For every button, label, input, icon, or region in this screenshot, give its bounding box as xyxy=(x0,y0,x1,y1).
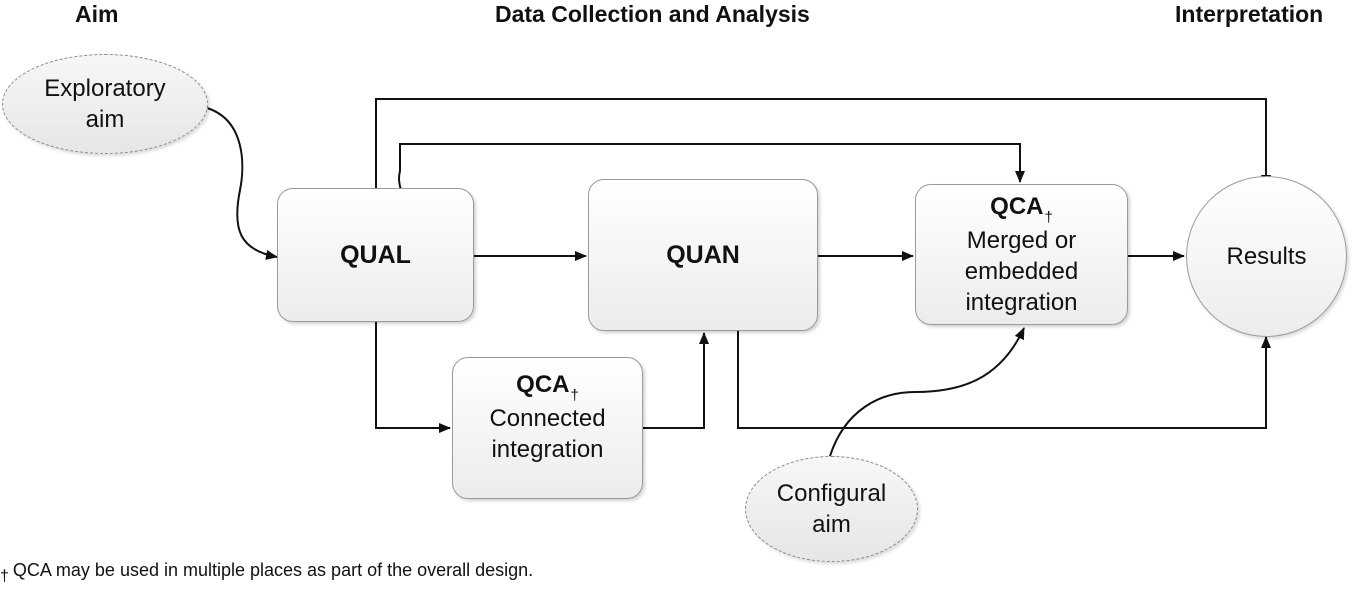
column-header-aim: Aim xyxy=(75,1,119,27)
exploratory-aim-line1: Exploratory xyxy=(44,75,166,102)
qca-connected-line1: Connected xyxy=(489,405,606,432)
edge-quan-to-results xyxy=(737,330,1271,429)
qual-node: QUAL xyxy=(277,188,474,322)
column-header-interpretation: Interpretation xyxy=(1175,1,1324,27)
edge-qual-to-qca-merged xyxy=(398,143,1025,191)
footnote-text: QCA may be used in multiple places as pa… xyxy=(12,560,534,580)
qca-merged-line1: Merged or xyxy=(966,227,1077,254)
qca-connected-node: QCA† Connected integration xyxy=(452,357,643,499)
results-label: Results xyxy=(1226,242,1307,270)
quan-node: QUAN xyxy=(588,179,818,331)
edge-exploratory-to-qual xyxy=(206,107,278,260)
edge-qca-connected-to-quan xyxy=(643,332,709,429)
edge-qual-to-results xyxy=(375,98,1271,190)
qca-merged-line3: integration xyxy=(965,289,1078,316)
column-header-data-collection: Data Collection and Analysis xyxy=(495,1,810,27)
qca-merged-title-text: QCA xyxy=(990,193,1044,220)
exploratory-aim-line2: aim xyxy=(85,106,125,133)
qual-label: QUAL xyxy=(340,240,411,269)
qca-connected-title-text: QCA xyxy=(516,371,570,398)
qca-merged-title: QCA† xyxy=(990,191,1053,226)
dagger-marker: † xyxy=(1044,209,1053,226)
qca-merged-node: QCA† Merged or embedded integration xyxy=(915,184,1128,325)
configural-aim-line1: Configural xyxy=(776,480,887,507)
results-node: Results xyxy=(1186,176,1347,337)
configural-aim-line2: aim xyxy=(812,511,851,538)
qca-connected-line2: integration xyxy=(491,436,604,463)
footnote-dagger: † xyxy=(0,568,9,585)
footnote: †QCA may be used in multiple places as p… xyxy=(0,560,534,585)
edge-configural-to-qca-merged xyxy=(829,327,1025,457)
edge-qual-to-qca-connected xyxy=(375,322,451,433)
qca-connected-title: QCA† xyxy=(516,369,579,404)
qca-merged-line2: embedded xyxy=(964,258,1079,285)
exploratory-aim-node: Exploratory aim xyxy=(2,54,208,154)
quan-label: QUAN xyxy=(666,240,740,269)
configural-aim-node: Configural aim xyxy=(745,456,918,562)
dagger-marker: † xyxy=(570,387,579,404)
